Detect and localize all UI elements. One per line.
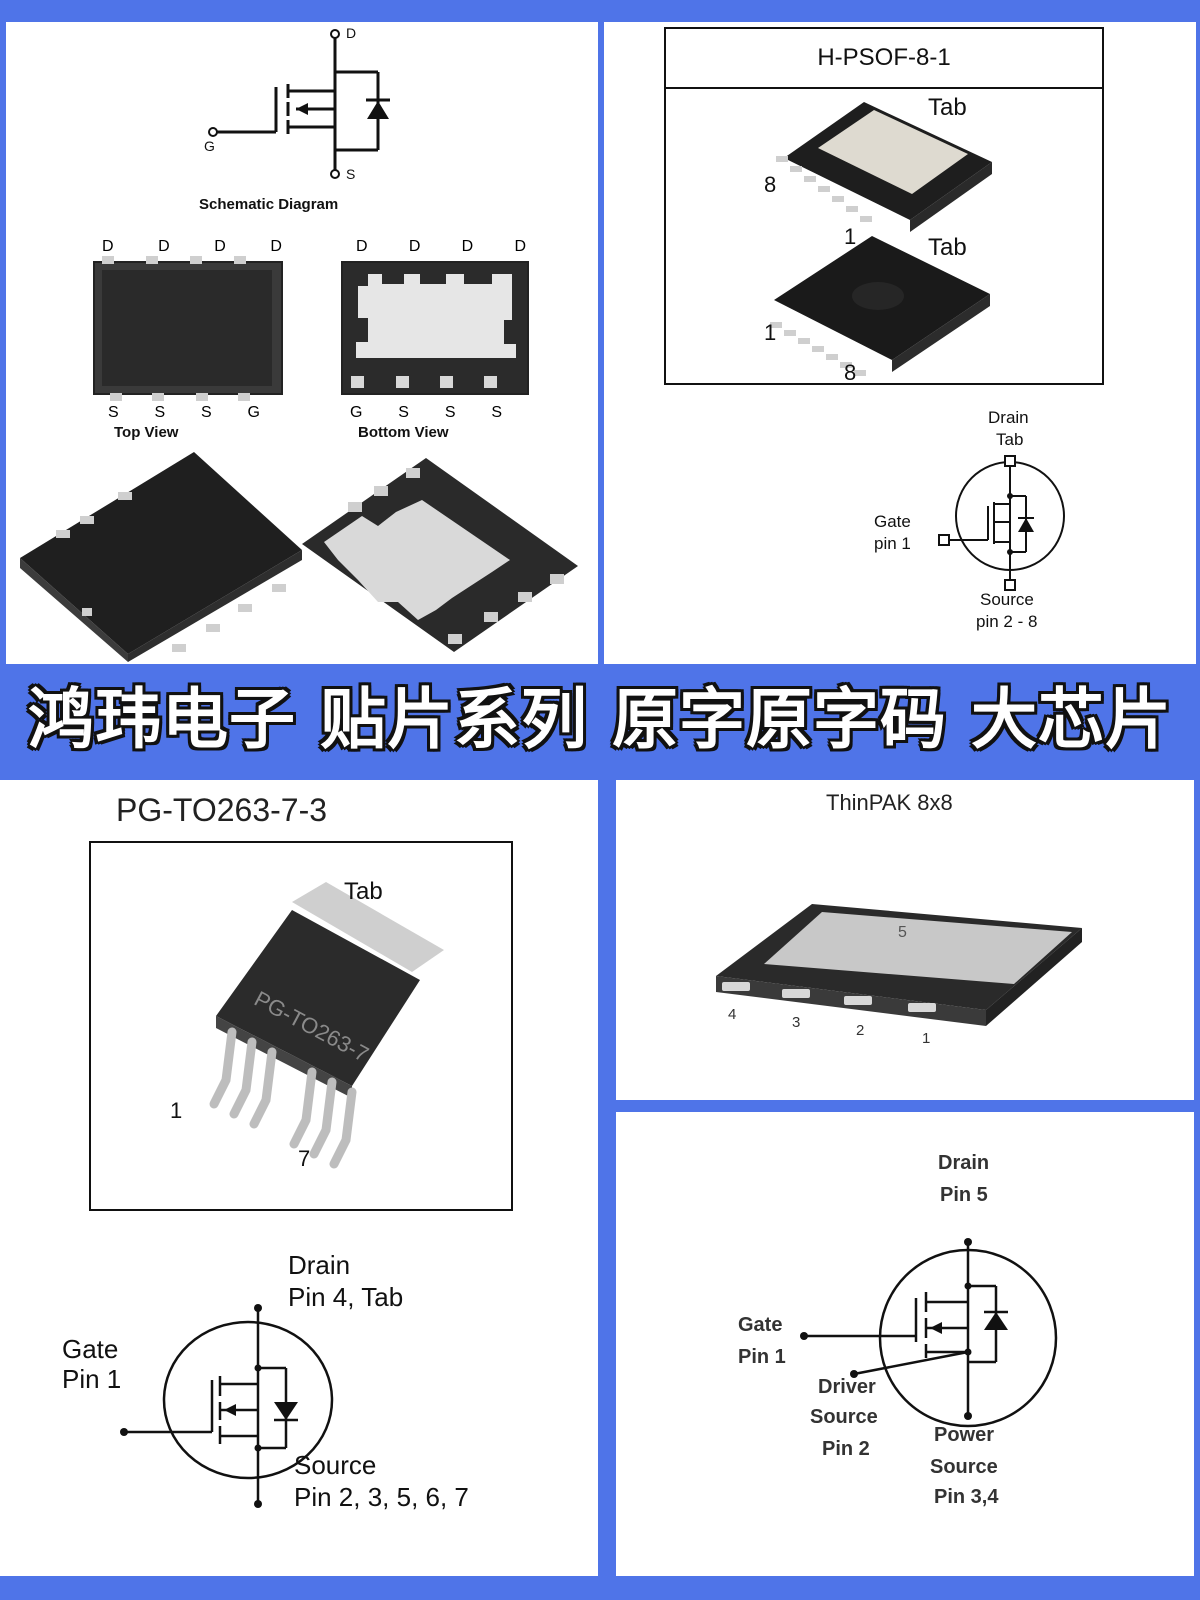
pin-label: D xyxy=(514,238,526,255)
thinpak-drawing xyxy=(716,904,1082,1026)
bottom-view-top-pins: D D D D xyxy=(356,238,526,256)
top-view-label: Top View xyxy=(114,424,179,441)
pin-label: S xyxy=(491,404,502,421)
h-psof-gate-pin: pin 1 xyxy=(874,534,911,553)
h-psof-package-name: H-PSOF-8-1 xyxy=(817,44,951,71)
top-view-pins xyxy=(102,256,250,401)
pin-label: G xyxy=(247,404,260,421)
bottom-view-bottom-pins: G S S S xyxy=(350,404,502,422)
thinpak-gate-label: Gate xyxy=(738,1314,783,1336)
banner: 鸿玮电子 贴片系列 原字原字码 大芯片 xyxy=(0,664,1200,776)
pg-to263-pin-1: 1 xyxy=(170,1098,183,1123)
panel-h-psof: H-PSOF-8-1 Tab Tab 8 1 1 8 Drain Tab Gat… xyxy=(604,22,1196,672)
thinpak-pin-1: 1 xyxy=(922,1030,931,1047)
pin-label: D xyxy=(214,238,226,255)
pin-label: S xyxy=(398,404,409,421)
schematic-title: Schematic Diagram xyxy=(199,196,339,213)
h-psof-source-label: Source xyxy=(980,590,1034,609)
pin-label: D xyxy=(270,238,282,255)
top-view-top-pins: D D D D xyxy=(102,238,282,256)
h-psof-gate-label: Gate xyxy=(874,512,911,531)
thinpak-pad xyxy=(764,912,1072,984)
pg-to263-frame xyxy=(89,841,513,1211)
pg-to263-tab-label: Tab xyxy=(344,878,383,905)
bottom-view-label: Bottom View xyxy=(358,424,449,441)
pg-to263-gate-label: Gate xyxy=(62,1334,119,1364)
pin-label: S xyxy=(154,404,166,421)
pg-to263-tab xyxy=(292,882,444,972)
pin-label: D xyxy=(158,238,170,255)
pin-label: S xyxy=(108,404,119,421)
thinpak-driver-pin: Pin 2 xyxy=(822,1438,870,1460)
top-view-bottom-pins: S S S G xyxy=(108,404,260,422)
pg-to263-source-label: Source xyxy=(294,1450,377,1480)
pin-label: S xyxy=(444,404,456,421)
pg-to263-drain-label: Drain xyxy=(288,1250,351,1280)
h-psof-source-pins: pin 2 - 8 xyxy=(976,612,1038,631)
thinpak-pin-2: 2 xyxy=(856,1022,865,1039)
arrow-symbol xyxy=(296,103,308,115)
pin-label: G xyxy=(350,404,363,421)
pg-to263-gate-pin: Pin 1 xyxy=(62,1364,122,1394)
thinpak-gate-pin: Pin 1 xyxy=(738,1346,786,1368)
thinpak-power-source: Source xyxy=(930,1456,998,1478)
h-psof-pin-8-top: 8 xyxy=(764,172,777,197)
thinpak-drain-label: Drain xyxy=(938,1152,990,1174)
pg-to263-drain-pins: Pin 4, Tab xyxy=(288,1282,404,1312)
bottom-view-pad xyxy=(356,274,516,358)
pg-to263-source-pins: Pin 2, 3, 5, 6, 7 xyxy=(294,1482,469,1512)
pg-to263-drawing xyxy=(89,841,513,1508)
thinpak-schematic-drawing xyxy=(800,1238,1058,1428)
h-psof-drain-tab: Tab xyxy=(996,430,1024,449)
pin-label: D xyxy=(102,238,114,255)
pg-to263-package-name: PG-TO263-7-3 xyxy=(116,792,328,828)
thinpak-power-label: Power xyxy=(934,1424,995,1446)
panel-thinpak-schematic: Drain Pin 5 Gate Pin 1 Driver Source Pin… xyxy=(616,1112,1194,1576)
pg-to263-leads xyxy=(209,1027,357,1169)
pin-label: D xyxy=(356,238,368,255)
thinpak-mosfet-symbol xyxy=(804,1242,1058,1428)
panel-pg-to263: PG-TO263-7-3 Tab PG-TO263-7 1 7 Drain Pi… xyxy=(0,780,598,1576)
thinpak-driver-source: Source xyxy=(810,1406,878,1428)
schematic-pin-d: D xyxy=(346,25,357,41)
h-psof-frame xyxy=(664,27,1104,385)
thinpak-pad-label: 5 xyxy=(898,924,907,941)
thinpak-drain-pin: Pin 5 xyxy=(940,1184,988,1206)
h-psof-tab-label-1: Tab xyxy=(928,94,967,121)
dfn-package-drawing xyxy=(20,29,578,662)
schematic-pin-g: G xyxy=(204,138,215,154)
thinpak-package-name: ThinPAK 8x8 xyxy=(826,790,953,815)
pin-label: D xyxy=(461,238,474,255)
thinpak-pin-4: 4 xyxy=(728,1006,737,1023)
pg-to263-body xyxy=(216,910,420,1086)
h-psof-drawing xyxy=(664,27,1104,591)
perspective-top-package xyxy=(20,452,302,654)
h-psof-mosfet-symbol xyxy=(938,455,1065,591)
schematic-pin-s: S xyxy=(346,166,356,182)
diode-symbol xyxy=(367,101,389,119)
h-psof-drain-label: Drain xyxy=(988,408,1029,427)
pin-label: S xyxy=(201,404,212,421)
h-psof-pin-8-bottom: 8 xyxy=(844,360,857,385)
thinpak-driver-label: Driver xyxy=(818,1376,876,1398)
pin-label: D xyxy=(408,238,421,255)
thinpak-pin-3: 3 xyxy=(792,1014,801,1031)
h-psof-pin-1-bottom: 1 xyxy=(764,320,777,345)
h-psof-pin-1-top: 1 xyxy=(844,224,857,249)
thinpak-power-pins: Pin 3,4 xyxy=(934,1486,999,1508)
banner-text: 鸿玮电子 贴片系列 原字原字码 大芯片 xyxy=(28,681,1172,758)
panel-dfn-package: D G S Schematic Diagram D D D D S S S G … xyxy=(6,22,598,672)
h-psof-tab-label-2: Tab xyxy=(928,234,967,261)
panel-thinpak: ThinPAK 8x8 5 4 3 2 1 xyxy=(616,780,1194,1100)
schematic-symbol xyxy=(208,29,390,179)
thinpak-pins xyxy=(722,982,936,1012)
pg-to263-pin-7: 7 xyxy=(298,1146,311,1171)
